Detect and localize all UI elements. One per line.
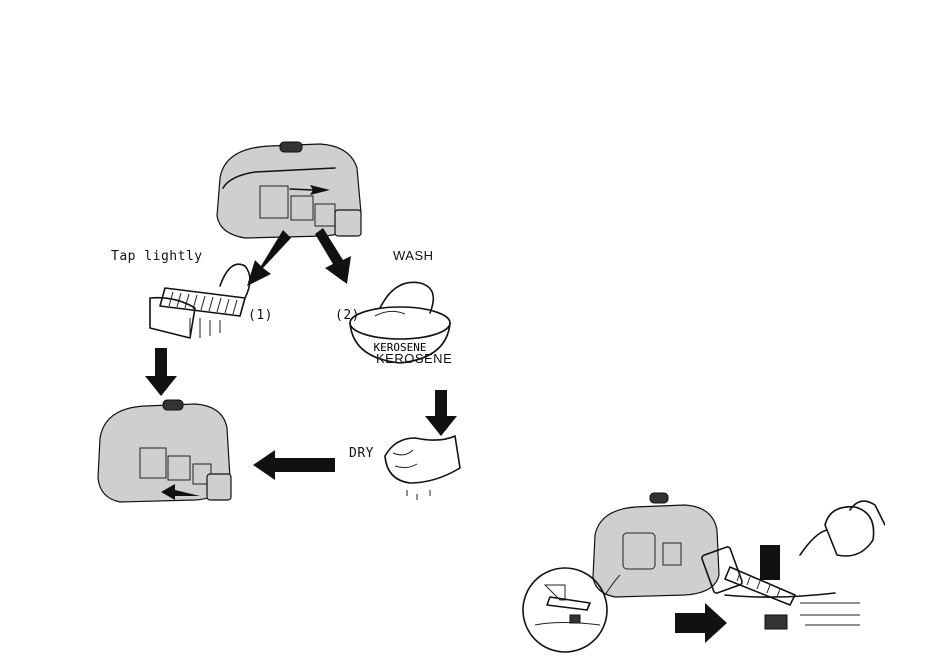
generator-icon: [98, 400, 231, 502]
kerosene-label: KEROSENE: [376, 351, 452, 366]
arrow-icon: [253, 450, 335, 480]
air-filter-diagram: KEROSENE: [95, 138, 465, 508]
air-filter-cleaning-figure: KEROSENE Tap lightly WASH (1) (2) KEROSE…: [95, 138, 465, 508]
spark-plug-diagram: [515, 485, 885, 660]
filter-element-icon: [150, 264, 250, 338]
generator-icon: [593, 493, 719, 597]
oil-can-icon: [800, 501, 885, 556]
spark-plug-oil-figure: [515, 485, 885, 660]
step1-label: (1): [248, 308, 273, 323]
step2-label: (2): [335, 308, 360, 323]
arrow-icon: [675, 603, 727, 643]
dry-label: DRY: [349, 446, 374, 461]
hand-squeeze-icon: [385, 436, 460, 500]
tap-lightly-label: Tap lightly: [111, 249, 203, 264]
wash-label: WASH: [393, 248, 434, 263]
filter-cover-icon: [335, 210, 361, 236]
magnify-circle-icon: [523, 568, 607, 652]
spark-plug-icon: [701, 545, 860, 629]
